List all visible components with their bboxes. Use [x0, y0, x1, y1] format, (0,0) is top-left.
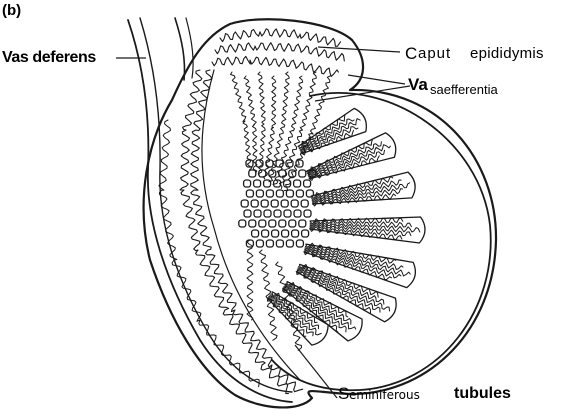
rete-cell: [256, 240, 263, 247]
epididymis-coil: [159, 120, 259, 387]
rete-cell: [249, 170, 256, 177]
rete-testis-network: [239, 160, 316, 247]
label-seminiferous-rest: eminiferous: [349, 389, 420, 401]
rete-cell: [286, 160, 293, 167]
leader-vasa-1: [348, 75, 405, 84]
rete-cell: [276, 190, 283, 197]
rete-cell: [284, 210, 291, 217]
rete-cell: [304, 210, 311, 217]
label-vasa-small: saefferentia: [430, 83, 498, 96]
rete-cell: [271, 200, 278, 207]
rete-cell: [296, 190, 303, 197]
rete-cell: [262, 230, 269, 237]
rete-cell: [286, 190, 293, 197]
rete-cell: [254, 180, 261, 187]
rete-cell: [302, 230, 309, 237]
rete-cell: [301, 200, 308, 207]
rete-cell: [304, 180, 311, 187]
label-vasa-big: Va: [408, 76, 428, 93]
vas-deferens-duct: [128, 20, 292, 402]
rete-cell: [269, 220, 276, 227]
rete-cell: [249, 220, 256, 227]
rete-cell: [241, 200, 248, 207]
rete-cell: [254, 210, 261, 217]
rete-cell: [299, 220, 306, 227]
rete-cell: [299, 170, 306, 177]
rete-cell: [266, 190, 273, 197]
rete-cell: [244, 180, 251, 187]
rete-cell: [279, 220, 286, 227]
vas-deferens-upper: [175, 18, 185, 80]
label-caput-rest: aput: [418, 46, 451, 61]
label-seminiferous-initial: S: [338, 385, 349, 402]
rete-cell: [282, 230, 289, 237]
rete-cell: [292, 230, 299, 237]
rete-cell: [294, 210, 301, 217]
rete-cell: [266, 240, 273, 247]
rete-cell: [264, 180, 271, 187]
label-vas-deferens: Vas deferens: [2, 50, 96, 66]
rete-cell: [289, 220, 296, 227]
rete-cell: [281, 200, 288, 207]
label-tubules: tubules: [454, 386, 511, 402]
rete-cell: [251, 200, 258, 207]
rete-cell: [274, 210, 281, 217]
label-caput-initial: C: [405, 45, 417, 62]
rete-cell: [246, 190, 253, 197]
rete-cell: [296, 160, 303, 167]
label-caput-epididymis: epididymis: [470, 46, 544, 61]
rete-cell: [276, 240, 283, 247]
rete-cell: [259, 220, 266, 227]
rete-cell: [246, 240, 253, 247]
rete-cell: [244, 210, 251, 217]
rete-cell: [252, 230, 259, 237]
rete-cell: [261, 200, 268, 207]
coiled-tubules-layer: [159, 29, 344, 394]
panel-tag: (b): [2, 3, 21, 18]
rete-cell: [264, 210, 271, 217]
lower-tubule: [247, 240, 253, 320]
rete-cell: [294, 180, 301, 187]
caput-coil: [215, 43, 344, 61]
rete-cell: [296, 240, 303, 247]
rete-cell: [239, 220, 246, 227]
rete-cell: [286, 240, 293, 247]
rete-cell: [256, 190, 263, 197]
rete-cell: [272, 230, 279, 237]
rete-cell: [291, 200, 298, 207]
